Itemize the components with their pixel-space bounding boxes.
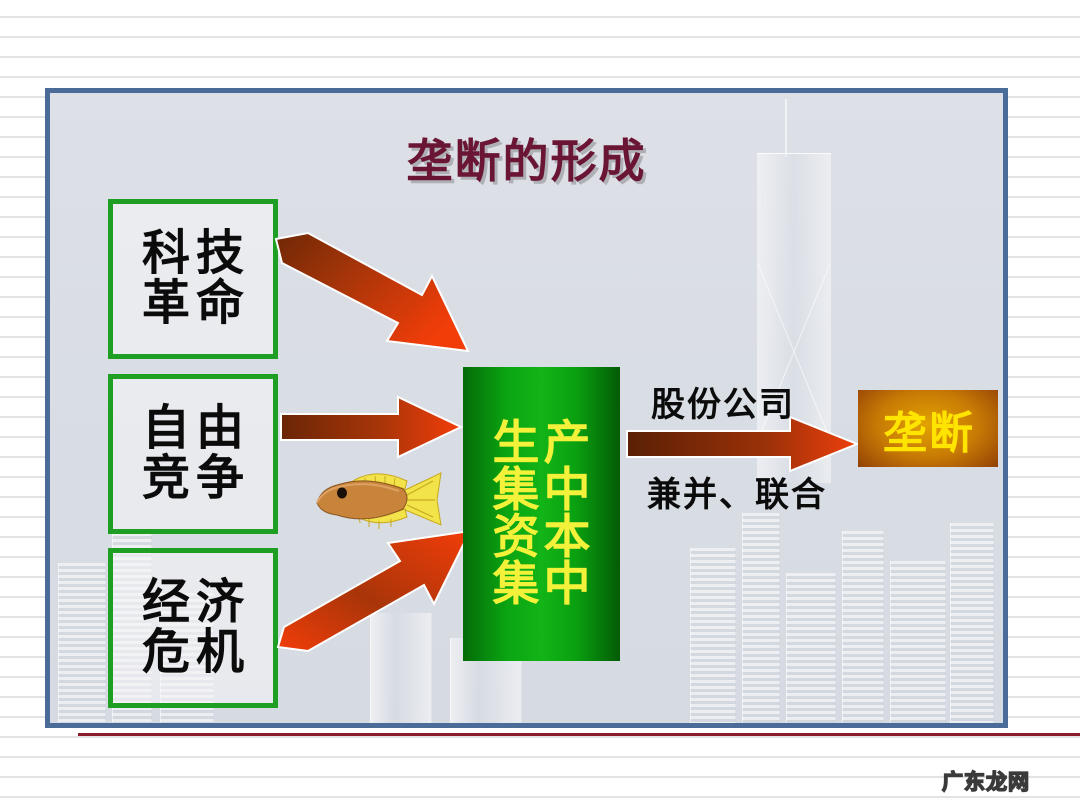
source-box-line: 革命	[141, 275, 250, 331]
skyline-tower	[742, 513, 780, 723]
center-panel-line: 集中	[492, 463, 595, 518]
skyline-tower	[58, 563, 106, 723]
horizontal-rule	[78, 733, 1080, 736]
source-box-line: 竞争	[141, 450, 250, 506]
arrow-free-competition-to-center-icon	[278, 394, 464, 460]
label-merger-union: 兼并、联合	[647, 475, 827, 515]
label-joint-stock-company: 股份公司	[651, 385, 795, 425]
arrow-crisis-to-center-icon	[274, 523, 474, 653]
source-box-line: 危机	[141, 624, 250, 680]
center-panel-line: 资本	[492, 510, 595, 565]
arrow-technology-to-center-icon	[272, 231, 472, 363]
center-panel-concentration: 生产 集中 资本 集中	[463, 367, 620, 661]
source-box-line: 自由	[141, 400, 250, 457]
page-title: 垄断的形成	[406, 134, 647, 188]
arrow-center-to-monopoly-icon	[624, 415, 860, 473]
slide: 垄断的形成 科技 革命 自由 竞争 经济 危机	[45, 88, 1008, 728]
skyline-tower	[786, 573, 836, 723]
source-box-line: 经济	[141, 574, 250, 631]
center-panel-line: 生产	[492, 416, 595, 471]
watermark: 广东龙网	[941, 769, 1030, 794]
result-box-label: 垄断	[883, 407, 975, 459]
skyline-tower	[690, 548, 736, 723]
fish-clipart-icon	[315, 467, 445, 533]
source-box-technology: 科技 革命	[108, 199, 278, 359]
skyline-tower	[890, 561, 946, 723]
center-panel-line: 集中	[492, 557, 595, 612]
source-box-line: 科技	[141, 225, 250, 282]
skyline-tower	[950, 523, 994, 723]
source-box-free-competition: 自由 竞争	[108, 374, 278, 534]
result-box-monopoly: 垄断	[858, 390, 998, 467]
skyline-tower	[842, 531, 884, 723]
source-box-economic-crisis: 经济 危机	[108, 548, 278, 708]
